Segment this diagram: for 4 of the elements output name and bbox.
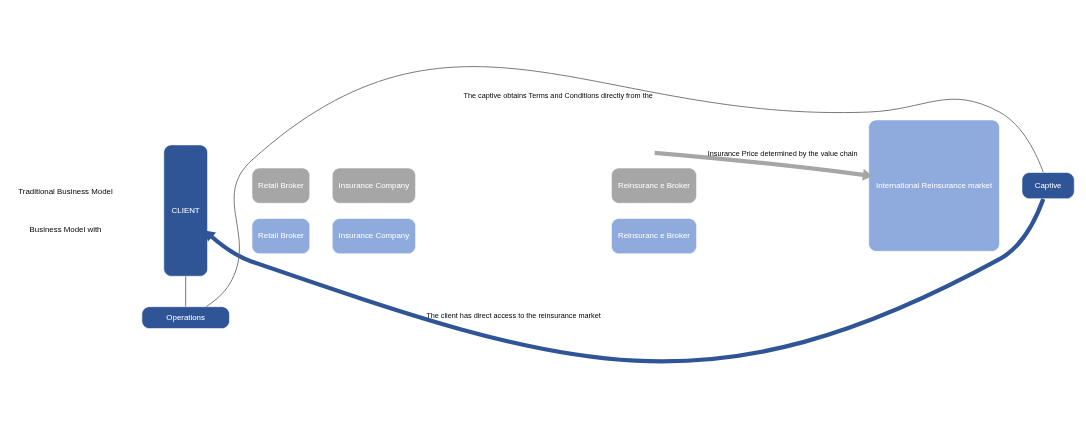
arrow bbox=[654, 150, 873, 181]
connector bbox=[185, 275, 187, 307]
connector bbox=[206, 66, 1044, 307]
arrow bbox=[204, 198, 1046, 363]
